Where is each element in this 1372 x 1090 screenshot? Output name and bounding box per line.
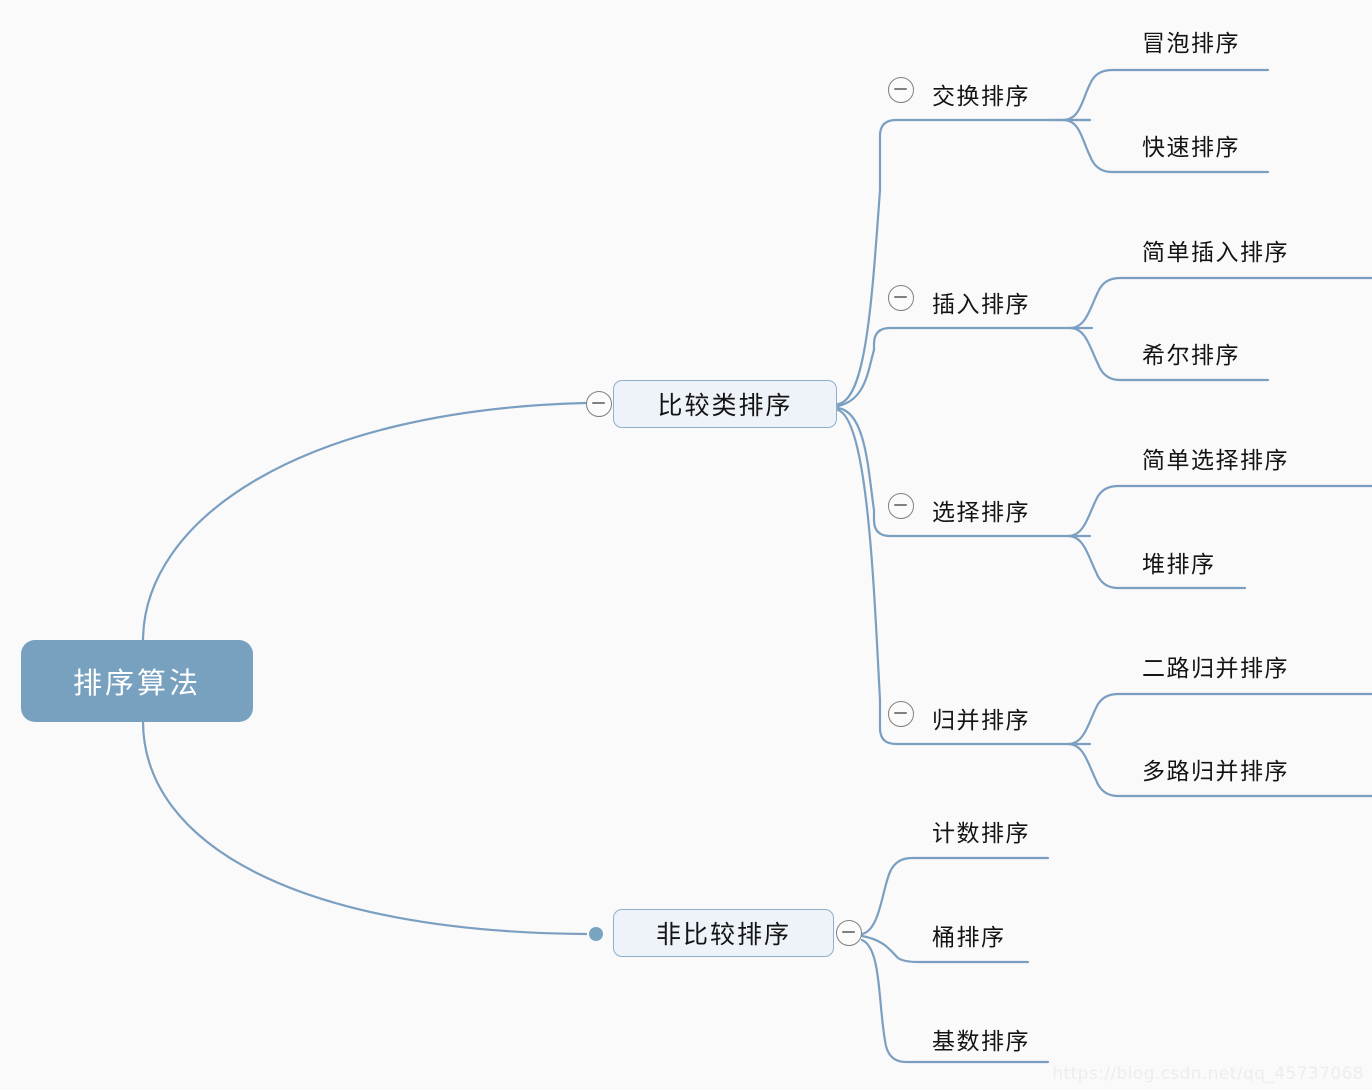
node-exchange-sort[interactable]: 交换排序 (932, 84, 1030, 110)
node-heap-sort[interactable]: 堆排序 (1142, 552, 1216, 578)
node-shell-sort[interactable]: 希尔排序 (1142, 343, 1240, 369)
node-quick-sort[interactable]: 快速排序 (1142, 135, 1240, 161)
edge-root-to-noncompare (141, 719, 588, 936)
minus-circle-icon-compare-sorts[interactable] (586, 391, 612, 417)
edge-compare-to-exchange (836, 118, 1092, 406)
node-noncompare-sorts[interactable]: 非比较排序 (613, 909, 834, 957)
minus-circle-icon-exchange-sort[interactable] (888, 77, 914, 103)
root-node-label: 排序算法 (72, 666, 201, 700)
connector-bullet-noncompare (589, 927, 603, 941)
edge-insertion-to-simple (1068, 276, 1372, 330)
edge-compare-to-insertion (836, 326, 1094, 408)
node-radix-sort[interactable]: 基数排序 (932, 1029, 1030, 1055)
edge-selection-to-simple (1066, 484, 1372, 538)
edge-exchange-to-bubble (1061, 68, 1270, 122)
edge-merge-to-twoway (1066, 692, 1372, 746)
node-insertion-sort[interactable]: 插入排序 (932, 292, 1030, 318)
node-simple-insertion-sort[interactable]: 简单插入排序 (1142, 240, 1289, 266)
root-node[interactable]: 排序算法 (21, 640, 253, 722)
minus-circle-icon-noncompare-sorts[interactable] (836, 920, 862, 946)
watermark-text: https://blog.csdn.net/qq_45737068 (1052, 1064, 1364, 1084)
node-merge-sort[interactable]: 归并排序 (932, 708, 1030, 734)
node-simple-selection-sort[interactable]: 简单选择排序 (1142, 448, 1289, 474)
edge-compare-to-merge (836, 408, 1092, 746)
node-compare-sorts-label: 比较类排序 (657, 391, 793, 420)
minus-circle-icon-merge-sort[interactable] (888, 701, 914, 727)
edge-root-to-compare (141, 401, 588, 643)
node-bucket-sort[interactable]: 桶排序 (932, 925, 1006, 951)
node-selection-sort[interactable]: 选择排序 (932, 500, 1030, 526)
node-compare-sorts[interactable]: 比较类排序 (613, 380, 837, 428)
node-noncompare-sorts-label: 非比较排序 (655, 920, 791, 949)
node-bubble-sort[interactable]: 冒泡排序 (1142, 31, 1240, 57)
minus-circle-icon-insertion-sort[interactable] (888, 285, 914, 311)
node-multi-way-merge-sort[interactable]: 多路归并排序 (1142, 759, 1289, 785)
node-two-way-merge-sort[interactable]: 二路归并排序 (1142, 656, 1289, 682)
minus-circle-icon-selection-sort[interactable] (888, 493, 914, 519)
node-counting-sort[interactable]: 计数排序 (932, 821, 1030, 847)
